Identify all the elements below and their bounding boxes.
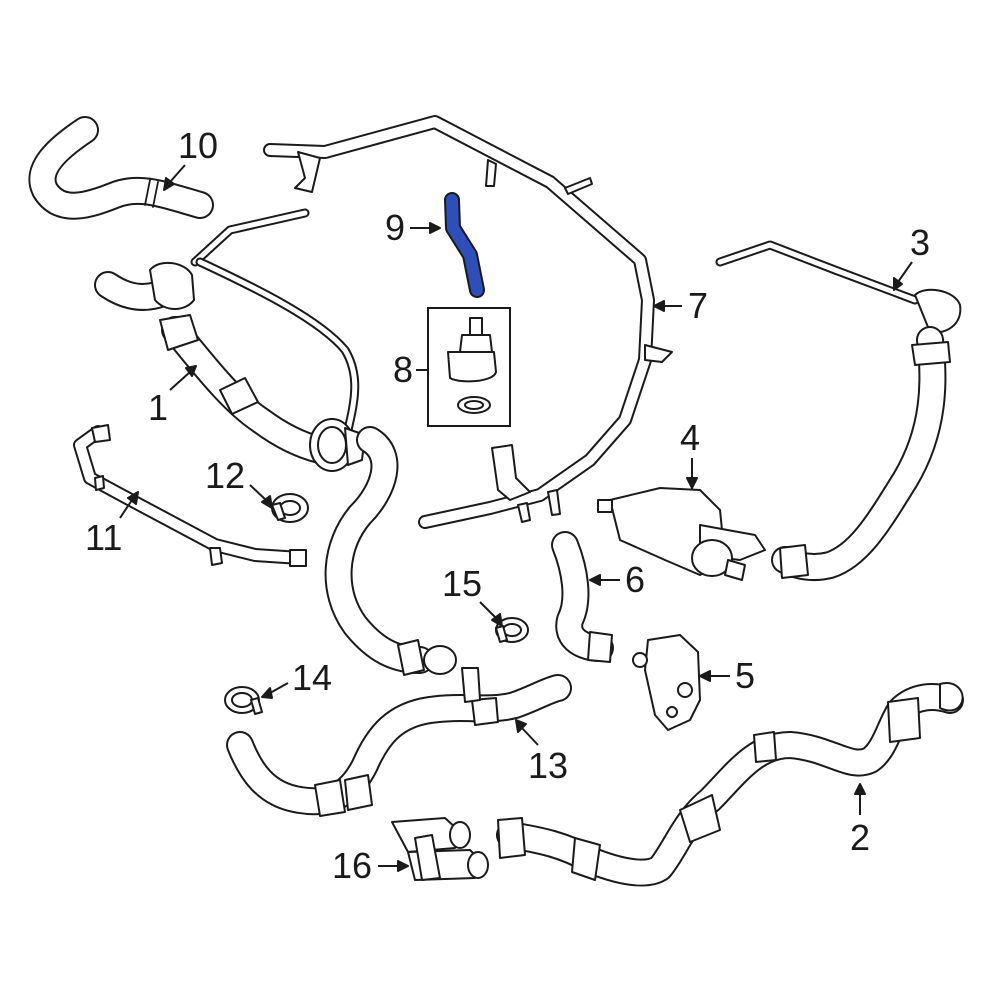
callout-label-9: 9 <box>385 207 405 248</box>
part-1-hose[interactable] <box>94 208 366 472</box>
part-3-hose[interactable] <box>715 240 962 582</box>
part-11-tube[interactable] <box>73 424 307 567</box>
part-12-clamp[interactable] <box>271 493 309 523</box>
callout-label-4: 4 <box>680 417 700 458</box>
callout-1: 1 <box>148 365 197 428</box>
callout-2: 2 <box>850 783 870 858</box>
callout-label-8: 8 <box>393 349 413 390</box>
part-4-pump[interactable] <box>597 487 766 581</box>
callout-13: 13 <box>515 719 568 786</box>
callout-7: 7 <box>653 285 708 326</box>
part-16-fitting[interactable] <box>391 817 489 881</box>
callout-label-1: 1 <box>148 387 168 428</box>
callout-label-13: 13 <box>528 745 568 786</box>
callout-label-7: 7 <box>688 285 708 326</box>
callout-9: 9 <box>385 207 441 248</box>
part-9-hose-highlighted[interactable] <box>444 192 485 298</box>
callout-label-15: 15 <box>442 563 482 604</box>
callout-3: 3 <box>893 222 930 291</box>
part-6-hose[interactable] <box>551 531 614 663</box>
callout-10: 10 <box>163 125 218 191</box>
callout-6: 6 <box>589 559 645 600</box>
part-5-valve[interactable] <box>632 634 701 731</box>
part-7-tube[interactable] <box>263 115 673 529</box>
part-connecting-hose[interactable] <box>324 426 457 676</box>
callout-14: 14 <box>261 657 332 699</box>
callout-label-11: 11 <box>85 517 122 558</box>
callout-label-5: 5 <box>735 655 755 696</box>
part-8-valve-kit[interactable] <box>427 307 511 427</box>
callout-label-6: 6 <box>625 559 645 600</box>
part-2-hose[interactable] <box>496 682 964 887</box>
part-15-clamp[interactable] <box>495 617 529 643</box>
callout-label-16: 16 <box>332 845 372 886</box>
callout-12: 12 <box>205 455 273 509</box>
callout-15: 15 <box>442 563 503 627</box>
callout-label-10: 10 <box>178 125 218 166</box>
callout-label-12: 12 <box>205 455 245 496</box>
callout-16: 16 <box>332 845 409 886</box>
part-10-hose[interactable] <box>28 116 214 220</box>
callout-label-3: 3 <box>910 222 930 263</box>
callout-4: 4 <box>680 417 700 489</box>
callout-label-14: 14 <box>292 657 332 698</box>
part-13-hose[interactable] <box>226 667 572 817</box>
part-14-clamp[interactable] <box>224 686 263 715</box>
callout-8: 8 <box>393 349 428 390</box>
callout-label-2: 2 <box>850 817 870 858</box>
callout-5: 5 <box>699 655 755 696</box>
highlight-fill <box>446 194 483 296</box>
callout-11: 11 <box>85 491 139 558</box>
